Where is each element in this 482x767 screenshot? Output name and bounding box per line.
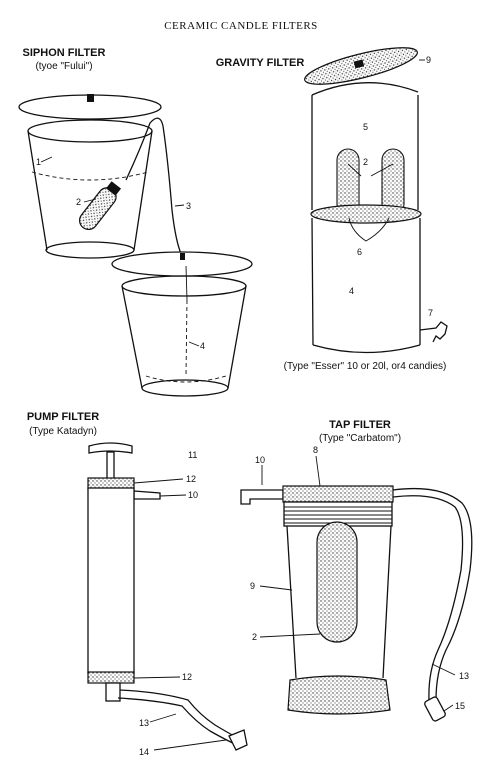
siphon-label-4: 4: [200, 341, 205, 351]
tap-filter: TAP FILTER (Type "Carbatom") 10 8 9 2 13…: [240, 419, 473, 722]
gravity-label-2: 2: [363, 157, 368, 167]
pump-label-13: 13: [139, 718, 149, 728]
gravity-heading: GRAVITY FILTER: [216, 57, 305, 69]
gravity-label-5: 5: [363, 122, 368, 132]
pump-heading: PUMP FILTER: [27, 411, 99, 423]
pump-body: [87, 487, 135, 674]
gravity-label-4: 4: [349, 286, 354, 296]
pump-rod: [106, 451, 115, 480]
lower-bucket-body: [121, 285, 247, 389]
tap-hose-nozzle: [424, 696, 446, 722]
gravity-label-7: 7: [428, 308, 433, 318]
gravity-upper-container: [311, 95, 419, 210]
upper-bucket-body: [27, 130, 153, 251]
gravity-label-9: 9: [426, 55, 431, 65]
lid-knob: [87, 94, 94, 102]
tap-faucet-adapter: [240, 489, 284, 505]
gravity-divider-plate: [310, 204, 422, 224]
pump-intake-hose: [119, 689, 239, 739]
gravity-lower-container: [311, 217, 421, 346]
tap-label-15: 15: [455, 701, 465, 711]
gravity-tap: [419, 321, 448, 343]
tap-top-cap: [282, 485, 394, 503]
siphon-subheading: (tyoe "Fului"): [35, 61, 92, 72]
siphon-heading: SIPHON FILTER: [23, 47, 106, 59]
pump-label-11: 11: [188, 450, 197, 460]
tap-subheading: (Type "Carbatom"): [319, 433, 401, 444]
siphon-label-1: 1: [36, 157, 41, 167]
tap-outlet-hose: [392, 487, 473, 701]
gravity-filter: GRAVITY FILTER 9 5 2 6 4 7 (Type "Esser"…: [216, 47, 448, 372]
tap-bottom-cap: [287, 675, 391, 715]
siphon-candle: [78, 181, 122, 231]
tap-label-10: 10: [255, 455, 265, 465]
pump-outlet: [133, 490, 161, 500]
tap-label-9: 9: [250, 581, 255, 591]
gravity-caption: (Type "Esser" 10 or 20l, or4 candies): [284, 361, 447, 372]
tap-label-2: 2: [252, 632, 257, 642]
tap-label-13: 13: [459, 671, 469, 681]
pump-label-10: 10: [188, 490, 198, 500]
gravity-label-6: 6: [357, 247, 362, 257]
siphon-filter: SIPHON FILTER (tyoe "Fului") 1: [18, 47, 253, 397]
pump-bottom-cap: [87, 671, 135, 684]
pump-handle: [88, 442, 133, 454]
pump-subheading: (Type Katadyn): [29, 426, 97, 437]
tap-candle: [316, 521, 358, 643]
pump-label-12-top: 12: [186, 474, 196, 484]
pump-prefilter: [228, 729, 248, 751]
tap-housing: [286, 525, 392, 679]
tap-heading: TAP FILTER: [329, 419, 391, 431]
diagram-title: CERAMIC CANDLE FILTERS: [164, 20, 318, 32]
pump-inlet: [105, 682, 121, 702]
pump-label-12-bottom: 12: [182, 672, 192, 682]
gravity-lid: [304, 47, 418, 85]
pump-filter: PUMP FILTER (Type Katadyn) 11 12 10 12 1…: [27, 411, 248, 757]
upper-water-level: [31, 171, 149, 181]
siphon-label-3: 3: [186, 201, 191, 211]
pump-label-14: 14: [139, 747, 149, 757]
tap-label-8: 8: [313, 445, 318, 455]
siphon-label-2: 2: [76, 197, 81, 207]
